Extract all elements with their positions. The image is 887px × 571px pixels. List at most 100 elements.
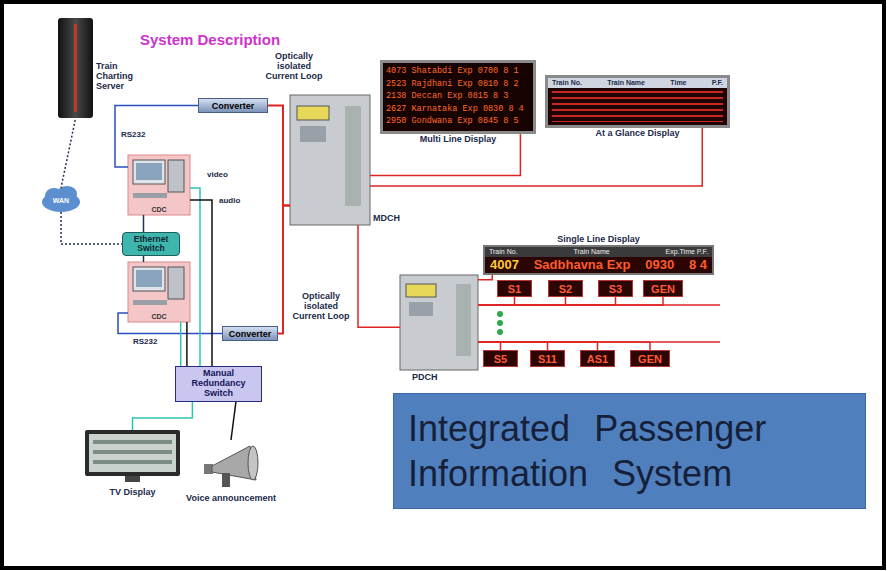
diagram-title: System Description xyxy=(140,31,280,48)
workstation: CDC xyxy=(128,262,190,322)
connector-line xyxy=(61,212,122,244)
caption: Voice announcement xyxy=(186,493,276,503)
converter: Converter xyxy=(198,98,268,113)
node-text: Converter xyxy=(212,101,255,111)
monitor xyxy=(133,267,165,291)
workstation: CDC xyxy=(128,155,190,215)
caption: MDCH xyxy=(373,213,400,223)
megaphone xyxy=(204,446,258,487)
megaphone-bell xyxy=(248,446,258,480)
signal-label: RS232 xyxy=(132,337,158,346)
node-text: Integrated Passenger Information System xyxy=(408,406,851,496)
connector-line xyxy=(115,106,198,168)
connector-line xyxy=(133,402,193,430)
platform-board: GEN xyxy=(643,280,683,297)
tv-body xyxy=(85,430,180,476)
connector-line xyxy=(278,206,290,334)
header-cell: Exp.Time P.F. xyxy=(666,247,708,257)
platform-board: S3 xyxy=(598,280,633,297)
node-text: CDC xyxy=(151,206,166,213)
caption: Single Line Display xyxy=(557,234,640,244)
connector-line xyxy=(478,342,501,350)
single-line-display: Train No.Train NameExp.Time P.F.4007Sadb… xyxy=(483,245,714,275)
tv-display: TV Display xyxy=(85,430,180,484)
controller-rack: MDCH xyxy=(290,95,370,225)
keypad xyxy=(300,126,326,142)
platform-board: GEN xyxy=(630,350,670,367)
screen-line xyxy=(93,440,172,444)
connector-line xyxy=(190,200,212,366)
display-row: 2138 Deccan Exp 0815 8 3 xyxy=(386,90,530,103)
led-column xyxy=(345,106,361,206)
header-band: Train No.Train NameTimeP.F. xyxy=(548,78,727,88)
keypad xyxy=(409,302,433,316)
row-block: 4073 Shatabdi Exp 0700 8 12523 Rajdhani … xyxy=(386,65,530,128)
header-cell: Train Name xyxy=(573,247,609,257)
signal-label: RS232 xyxy=(120,130,146,139)
controller-rack: PDCH xyxy=(400,275,478,370)
led-column xyxy=(456,284,471,356)
node-text: AS1 xyxy=(587,353,608,365)
node-text: GEN xyxy=(638,353,662,365)
signal-label: audio xyxy=(218,196,241,205)
header-cell: Train No. xyxy=(552,78,582,88)
ethernet-switch: Ethernet Switch xyxy=(122,232,180,256)
pc-tower xyxy=(168,160,184,192)
display-row: 2523 Rajdhani Exp 0810 8 2 xyxy=(386,78,530,91)
tv-display xyxy=(85,430,180,482)
platform-board: S11 xyxy=(530,350,565,367)
workstation-panel xyxy=(128,262,190,322)
megaphone-handle xyxy=(222,473,230,487)
workstation-panel xyxy=(128,155,190,215)
wan-cloud xyxy=(42,186,80,212)
continuation-dot xyxy=(497,311,503,317)
node-text: Converter xyxy=(229,329,272,339)
display-bus xyxy=(478,305,720,342)
node-text: S3 xyxy=(609,283,622,295)
connector-line xyxy=(478,297,515,305)
connector-line xyxy=(370,128,702,186)
tv-screen xyxy=(89,434,176,472)
pdch-rack xyxy=(400,275,478,370)
connector-line xyxy=(118,313,222,334)
connector-line xyxy=(358,225,400,327)
monitor xyxy=(133,160,165,184)
connector-line xyxy=(478,297,663,305)
connector-line xyxy=(478,342,548,350)
node-text: GEN xyxy=(651,283,675,295)
rack-body xyxy=(400,275,478,370)
screen-line xyxy=(93,460,172,464)
caption: At a Glance Display xyxy=(595,128,679,138)
monitor-screen xyxy=(136,163,162,180)
node-text: S2 xyxy=(559,283,572,295)
node-text: WAN xyxy=(53,197,69,204)
converter: Converter xyxy=(222,326,278,341)
header-cell: Time xyxy=(670,78,686,88)
display-cell: 8 4 xyxy=(689,257,707,273)
link-note: Optically isolated Current Loop xyxy=(290,292,352,322)
connector-line xyxy=(231,402,236,440)
keyboard xyxy=(133,193,167,198)
platform-board: S5 xyxy=(483,350,518,367)
mdch-rack xyxy=(290,95,370,225)
screen-line xyxy=(93,450,172,454)
lcd xyxy=(406,284,436,297)
header-band: Train No.Train NameExp.Time P.F. xyxy=(485,247,712,257)
display-cell: 4007 xyxy=(490,257,519,273)
display-row: 4007Sadbhavna Exp09308 4 xyxy=(485,257,712,273)
node-text: Manual Redundancy Switch xyxy=(180,369,257,399)
connector-line xyxy=(61,120,75,188)
connector-line xyxy=(190,188,200,366)
connector-line xyxy=(370,134,520,176)
connector-line xyxy=(186,322,188,366)
connector-line xyxy=(180,322,182,366)
tv-stand xyxy=(125,476,140,482)
connector-line xyxy=(478,297,566,305)
voice-announcer: Voice announcement xyxy=(200,440,262,490)
caption: TV Display xyxy=(109,487,155,497)
continuation-dot xyxy=(497,320,503,326)
wan-cloud: WAN xyxy=(42,188,80,212)
display-row: 2627 Karnataka Exp 0830 8 4 xyxy=(386,103,530,116)
